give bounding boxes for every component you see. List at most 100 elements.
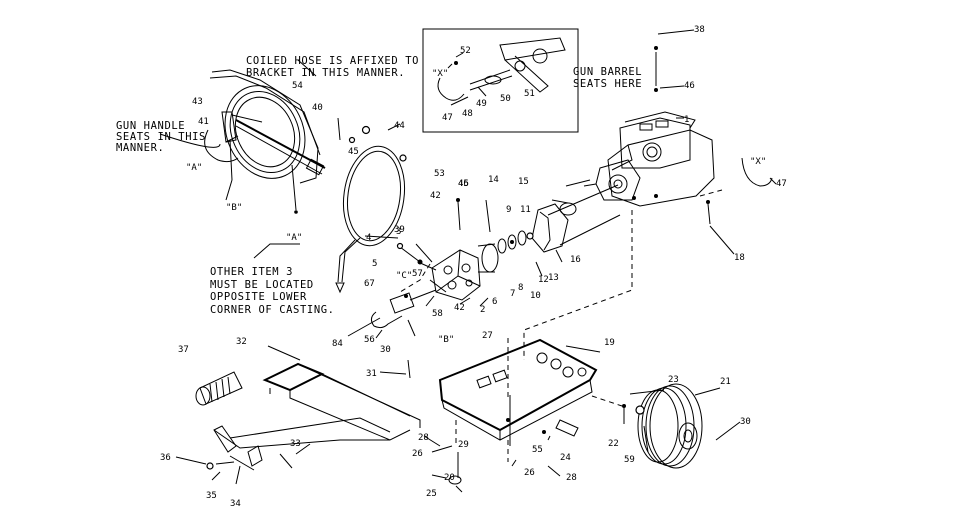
- view-label-b-left: "B": [226, 203, 242, 213]
- other-note-line1: OTHER ITEM 3: [210, 266, 293, 278]
- part-number-13: 13: [548, 273, 559, 283]
- part-number-52: 52: [460, 46, 471, 56]
- part-number-19: 19: [604, 338, 615, 348]
- part-number-34: 34: [230, 499, 241, 509]
- handle-note-line1: GUN HANDLE: [116, 120, 185, 132]
- part-number-37: 37: [178, 345, 189, 355]
- wheel-icon: [622, 383, 703, 469]
- handle-icon: [206, 362, 421, 471]
- spray-gun-icon: [195, 371, 243, 406]
- part-number-8: 8: [518, 283, 523, 293]
- part-number-25: 25: [426, 489, 437, 499]
- part-number-49: 49: [476, 99, 487, 109]
- view-label-c: "C": [396, 271, 412, 281]
- pressure-washer-engine-icon: [583, 46, 773, 225]
- part-number-42b: 42: [454, 303, 465, 313]
- part-number-67: 67: [364, 279, 375, 289]
- diagram-notes: COILED HOSE IS AFFIXED TO BRACKET IN THI…: [116, 55, 642, 316]
- part-number-2: 2: [480, 305, 485, 315]
- part-number-47: 47: [442, 113, 453, 123]
- part-number-43: 43: [192, 97, 203, 107]
- view-label-a-left: "A": [186, 163, 202, 173]
- part-number-84: 84: [332, 339, 343, 349]
- part-number-54: 54: [292, 81, 303, 91]
- part-number-30: 30: [380, 345, 391, 355]
- view-label-a-bottom: "A": [286, 233, 302, 243]
- view-labels: "A" "A" "B" "B" "C" "X" "X": [186, 69, 766, 345]
- view-label-x-inset: "X": [432, 69, 448, 79]
- part-number-10: 10: [530, 291, 541, 301]
- hose-note-line1: COILED HOSE IS AFFIXED TO: [246, 55, 419, 67]
- part-number-42: 42: [430, 191, 441, 201]
- view-label-b-right: "B": [438, 335, 454, 345]
- part-number-20: 20: [444, 473, 455, 483]
- view-label-x-right: "X": [750, 157, 766, 167]
- part-number-58: 58: [432, 309, 443, 319]
- handle-note-line3: MANNER.: [116, 142, 164, 154]
- part-number-29: 29: [458, 440, 469, 450]
- part-number-35: 35: [206, 491, 217, 501]
- barrel-note-line1: GUN BARREL: [573, 66, 642, 78]
- part-number-28: 28: [418, 433, 429, 443]
- part-number-1: 1: [684, 115, 689, 125]
- part-number-12: 12: [538, 275, 549, 285]
- part-number-40: 40: [312, 103, 323, 113]
- leader-lines: [159, 29, 777, 493]
- part-number-45: 45: [348, 147, 359, 157]
- assembly-lines: [399, 189, 723, 462]
- pump-icon: [364, 184, 621, 329]
- part-number-7: 7: [510, 289, 515, 299]
- part-number-39: 39: [394, 225, 405, 235]
- part-number-46: 46: [684, 81, 695, 91]
- part-number-45b: 45: [458, 179, 469, 189]
- part-number-26: 26: [412, 449, 423, 459]
- part-number-21: 21: [720, 377, 731, 387]
- coiled-hose-icon: [335, 117, 407, 294]
- part-number-59: 59: [624, 455, 635, 465]
- part-number-33: 33: [290, 439, 301, 449]
- base-plate-icon: [438, 338, 598, 485]
- part-number-46b: 46: [458, 179, 469, 189]
- other-note-line3: OPPOSITE LOWER: [210, 291, 307, 303]
- part-number-50: 50: [500, 94, 511, 104]
- part-number-11: 11: [520, 205, 531, 215]
- inset-detail-x: [422, 28, 579, 133]
- part-number-24: 24: [560, 453, 571, 463]
- part-number-57: 57: [412, 269, 423, 279]
- part-number-28b: 28: [566, 473, 577, 483]
- handle-note-line2: SEATS IN THIS: [116, 131, 206, 143]
- hose-note-line2: BRACKET IN THIS MANNER.: [246, 67, 405, 79]
- part-number-30b: 30: [740, 417, 751, 427]
- part-number-36: 36: [160, 453, 171, 463]
- part-number-14: 14: [488, 175, 499, 185]
- other-note-line4: CORNER OF CASTING.: [210, 304, 335, 316]
- barrel-note-line2: SEATS HERE: [573, 78, 642, 90]
- part-number-56: 56: [364, 335, 375, 345]
- part-number-5: 5: [372, 259, 377, 269]
- part-number-3: 3: [396, 227, 401, 237]
- part-number-51: 51: [524, 89, 535, 99]
- part-number-6: 6: [492, 297, 497, 307]
- part-number-23: 23: [668, 375, 679, 385]
- part-number-4: 4: [366, 233, 371, 243]
- part-number-16: 16: [570, 255, 581, 265]
- part-number-48: 48: [462, 109, 473, 119]
- part-number-32: 32: [236, 337, 247, 347]
- part-number-31: 31: [366, 369, 377, 379]
- part-number-18: 18: [734, 253, 745, 263]
- part-number-47b: 47: [776, 179, 787, 189]
- part-number-38: 38: [694, 25, 705, 35]
- part-number-15: 15: [518, 177, 529, 187]
- part-number-9: 9: [506, 205, 511, 215]
- part-number-26b: 26: [524, 468, 535, 478]
- part-number-53: 53: [434, 169, 445, 179]
- hose-reel-icon: [204, 69, 326, 214]
- part-number-55: 55: [532, 445, 543, 455]
- part-number-22: 22: [608, 439, 619, 449]
- part-number-27: 27: [482, 331, 493, 341]
- part-numbers: 1 2 3 4 5 6 7 8 9 10 11 12 13 14 15 16 1…: [160, 25, 787, 509]
- part-number-44: 44: [394, 121, 405, 131]
- other-note-line2: MUST BE LOCATED: [210, 279, 314, 291]
- part-number-41: 41: [198, 117, 209, 127]
